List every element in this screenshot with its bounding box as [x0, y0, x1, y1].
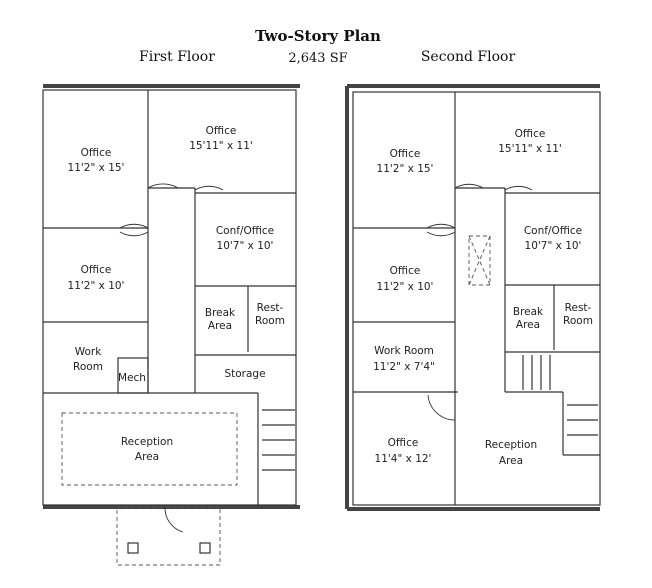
second-floor-heading: Second Floor [421, 49, 516, 65]
room-label: Room [255, 315, 285, 327]
room-label: Conf/Office [216, 225, 274, 237]
room-label: Area [499, 455, 523, 467]
room-size: 10'7" x 10' [525, 240, 582, 252]
room-label: Conf/Office [524, 225, 582, 237]
room-label: Office [390, 265, 421, 277]
room-label: Rest- [565, 302, 592, 314]
room-size: 10'7" x 10' [217, 240, 274, 252]
room-label: Break [205, 307, 236, 319]
first-floor-heading: First Floor [139, 49, 215, 65]
room-label: Work Room [374, 345, 434, 357]
room-label: Reception [121, 436, 173, 448]
room-size: 11'4" x 12' [375, 453, 432, 465]
column-icon [199, 542, 211, 554]
room-size: 11'2" x 10' [68, 280, 125, 292]
room-label: Office [206, 125, 237, 137]
room-label: Office [515, 128, 546, 140]
room-label: Office [390, 148, 421, 160]
room-size: 11'2" x 7'4" [373, 361, 435, 373]
room-label: Rest- [257, 302, 284, 314]
room-size: 15'11" x 11' [189, 140, 253, 152]
room-label: Reception [485, 439, 537, 451]
column-icon [127, 542, 139, 554]
room-label: Office [388, 437, 419, 449]
room-label: Break [513, 306, 544, 318]
first-floor-plan: Office 11'2" x 15' Office 15'11" x 11' C… [42, 84, 300, 566]
second-floor-plan: Office 11'2" x 15' Office 15'11" x 11' C… [345, 84, 601, 511]
room-size: 11'2" x 10' [377, 281, 434, 293]
room-label: Storage [224, 368, 265, 380]
room-label: Area [208, 320, 232, 332]
room-label: Area [135, 451, 159, 463]
total-area: 2,643 SF [288, 51, 347, 66]
room-size: 11'2" x 15' [377, 163, 434, 175]
room-label: Room [563, 315, 593, 327]
room-label: Work [75, 346, 103, 358]
room-label: Mech [118, 372, 146, 384]
room-label: Area [516, 319, 540, 331]
room-size: 15'11" x 11' [498, 143, 562, 155]
plan-title: Two-Story Plan [255, 27, 381, 45]
room-label: Room [73, 361, 103, 373]
room-label: Office [81, 147, 112, 159]
skylight [468, 235, 491, 286]
room-label: Office [81, 264, 112, 276]
room-size: 11'2" x 15' [68, 162, 125, 174]
